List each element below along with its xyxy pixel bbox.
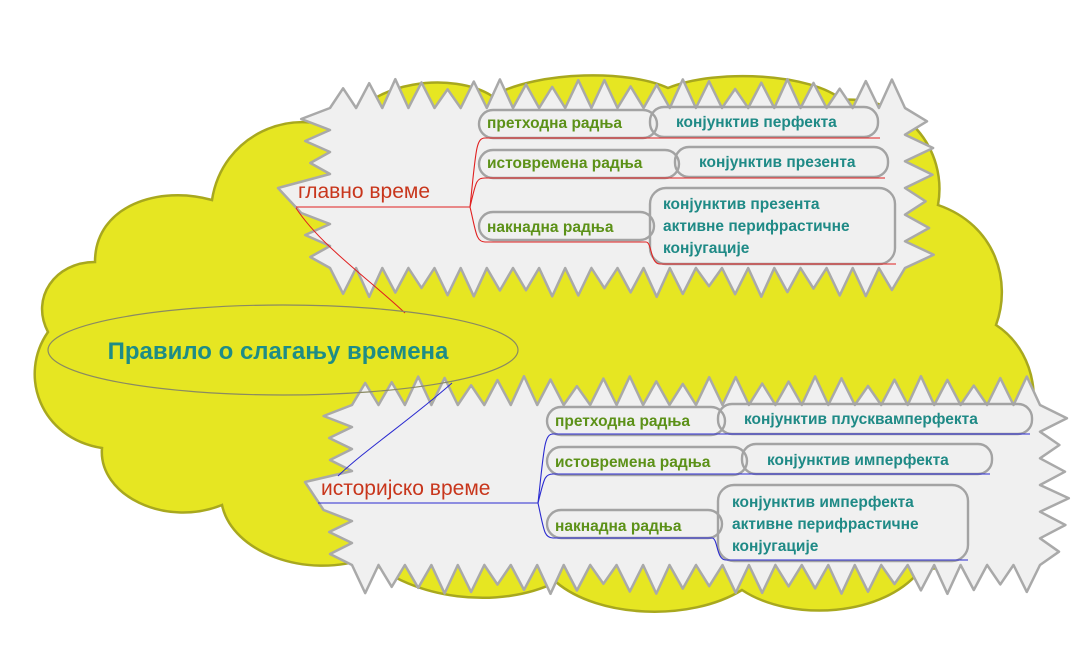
main-item-subsequent-form-line2: активне перифрастичне <box>663 218 850 235</box>
connector-historic-subsequent <box>537 502 968 561</box>
connector-historic-previous <box>537 433 1030 504</box>
main-item-previous[interactable]: претходна радња конјунктив перфекта <box>487 114 837 132</box>
connector-lines <box>295 105 1034 563</box>
frame-hist-ctx-simultaneous <box>545 445 749 477</box>
main-item-subsequent-context: накнадна радња <box>487 219 614 236</box>
connector-historic-simultaneous <box>537 473 990 504</box>
main-item-subsequent-form-line3: конјугације <box>663 240 750 257</box>
historic-item-previous-context: претходна радња <box>555 413 690 430</box>
branch-historic[interactable]: историјско време претходна радња конјунк… <box>321 411 978 555</box>
connector-root-main <box>295 207 406 314</box>
historic-item-subsequent-form-line1: конјунктив имперфекта <box>732 494 914 511</box>
main-item-previous-context: претходна радња <box>487 115 622 132</box>
historic-item-previous-form: конјунктив плусквамперфекта <box>744 411 978 428</box>
connector-main-previous <box>469 137 880 208</box>
frame-main-form-simultaneous <box>673 145 890 179</box>
main-item-simultaneous-context: истовремена радња <box>487 155 643 172</box>
historic-item-simultaneous-context: истовремена радња <box>555 454 711 471</box>
burst-shapes <box>276 77 1071 596</box>
connector-main-simultaneous <box>469 177 885 208</box>
historic-item-simultaneous[interactable]: истовремена радња конјунктив имперфекта <box>555 452 949 471</box>
historic-item-subsequent-form-line2: активне перифрастичне <box>732 516 919 533</box>
main-item-subsequent[interactable]: накнадна радња конјунктив презента актив… <box>487 196 850 257</box>
burst-historic <box>303 374 1071 596</box>
root-ellipse <box>47 304 519 396</box>
frame-main-form-previous <box>648 105 880 139</box>
historic-item-previous[interactable]: претходна радња конјунктив плусквамперфе… <box>555 411 978 430</box>
historic-item-simultaneous-form: конјунктив имперфекта <box>767 452 949 469</box>
main-item-simultaneous-form: конјунктив презента <box>699 154 856 171</box>
historic-item-subsequent-context: накнадна радња <box>555 518 682 535</box>
root-node[interactable]: Правило о слагању времена <box>47 304 519 396</box>
frame-main-ctx-subsequent <box>477 210 656 242</box>
branch-historic-label: историјско време <box>321 477 490 500</box>
main-item-simultaneous[interactable]: истовремена радња конјунктив презента <box>487 154 856 172</box>
branch-main[interactable]: главно време претходна радња конјунктив … <box>298 114 856 257</box>
historic-item-subsequent[interactable]: накнадна радња конјунктив имперфекта акт… <box>555 494 919 555</box>
root-label: Правило о слагању времена <box>108 338 449 365</box>
burst-main <box>276 77 935 299</box>
main-item-subsequent-form-line1: конјунктив презента <box>663 196 820 213</box>
connector-main-subsequent <box>469 206 896 265</box>
frame-hist-ctx-previous <box>545 405 727 437</box>
frame-hist-form-subsequent <box>716 483 970 563</box>
main-item-previous-form: конјунктив перфекта <box>676 114 837 131</box>
branch-main-label: главно време <box>298 180 430 203</box>
historic-item-subsequent-form-line3: конјугације <box>732 538 819 555</box>
connector-root-historic <box>337 382 453 477</box>
